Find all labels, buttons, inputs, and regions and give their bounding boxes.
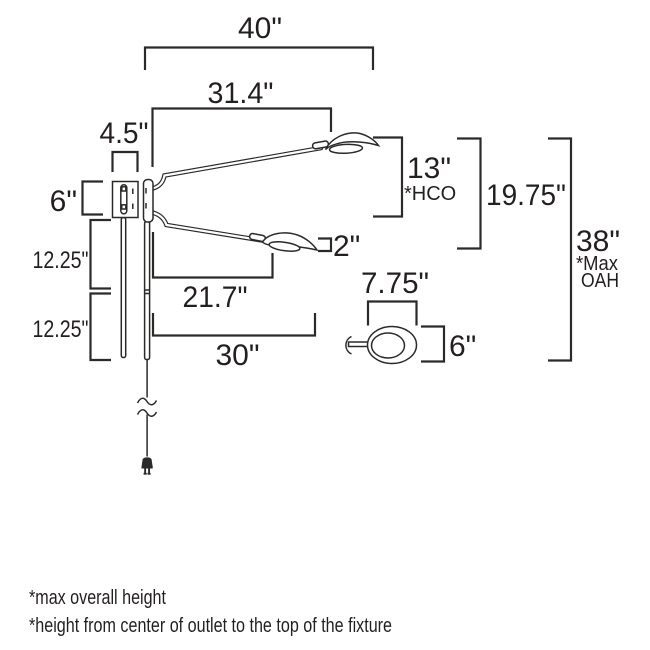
top-view-lens-inner [370, 332, 406, 359]
label-2: 2" [333, 230, 360, 263]
label-31-4: 31.4" [208, 77, 274, 110]
wall-plate-screw-top [121, 186, 127, 192]
label-oah: OAH [581, 270, 619, 292]
label-30: 30" [215, 339, 259, 372]
label-13: 13" [407, 152, 451, 185]
dim-bracket-12-25-upper [89, 218, 111, 290]
label-21-7: 21.7" [183, 281, 248, 314]
label-6-right: 6" [449, 330, 476, 363]
label-40: 40" [238, 12, 282, 45]
footnotes: *max overall height *height from center … [29, 586, 392, 637]
label-12-25-lower: 12.25" [33, 316, 89, 343]
label-12-25-upper: 12.25" [33, 247, 89, 274]
plug-prong-right [148, 468, 150, 474]
dimension-brackets [81, 46, 573, 363]
label-38: 38" [576, 225, 620, 258]
lower-arm [147, 209, 265, 243]
top-view-hook [345, 335, 352, 355]
dim-bracket-19-75 [457, 137, 482, 250]
upper-arm-outline [147, 145, 324, 192]
label-7-75: 7.75" [361, 267, 429, 300]
cord-break-upper-squiggle [136, 397, 158, 406]
upper-lamp-head [311, 132, 381, 155]
dim-bracket-4-5 [111, 150, 139, 172]
dim-bracket-6-right [421, 325, 446, 363]
lower-lamp-head [248, 232, 319, 252]
cord-break-lower-squiggle [136, 409, 158, 417]
dim-bracket-2 [318, 237, 333, 253]
fixture-drawing [111, 132, 418, 475]
dim-bracket-40 [143, 46, 375, 70]
upper-head-lens [328, 143, 364, 155]
lamp-head-top-view [345, 325, 418, 365]
upper-head-shade [324, 132, 381, 151]
dim-bracket-13 [373, 136, 404, 218]
label-6-left: 6" [50, 185, 77, 218]
label-19-75: 19.75" [486, 179, 566, 212]
top-view-stem [347, 341, 371, 348]
label-hco: *HCO [404, 183, 456, 205]
dim-bracket-21-7 [151, 232, 274, 279]
plug-base [141, 466, 153, 469]
dim-bracket-6-left [81, 180, 103, 216]
label-4-5: 4.5" [100, 117, 149, 150]
plug-prong-tip-left [143, 472, 147, 475]
plug-body [141, 457, 153, 467]
dim-bracket-30 [151, 313, 317, 337]
footnote-max-overall-height: *max overall height [29, 586, 166, 609]
plug-prong-left [144, 468, 147, 474]
dim-bracket-38 [548, 137, 573, 362]
dim-bracket-7-75 [366, 300, 418, 326]
dim-bracket-31-4 [151, 107, 333, 167]
label-max: *Max [576, 253, 618, 275]
upper-head-connector [311, 140, 330, 150]
dimension-labels: 40" 31.4" 4.5" 6" 13" *HCO 19.75" 38" *M… [33, 12, 621, 372]
dim-bracket-12-25-lower [89, 292, 111, 362]
lower-arm-outline [147, 209, 265, 243]
plug-prong-tip-right [147, 472, 151, 475]
footnote-height-from-outlet: *height from center of outlet to the top… [29, 614, 392, 637]
wall-plate-screw-bottom [121, 204, 127, 210]
upper-arm [147, 145, 324, 192]
extension-rod [120, 216, 127, 359]
mounting-bar [142, 178, 154, 223]
lower-head-lens [268, 241, 301, 252]
